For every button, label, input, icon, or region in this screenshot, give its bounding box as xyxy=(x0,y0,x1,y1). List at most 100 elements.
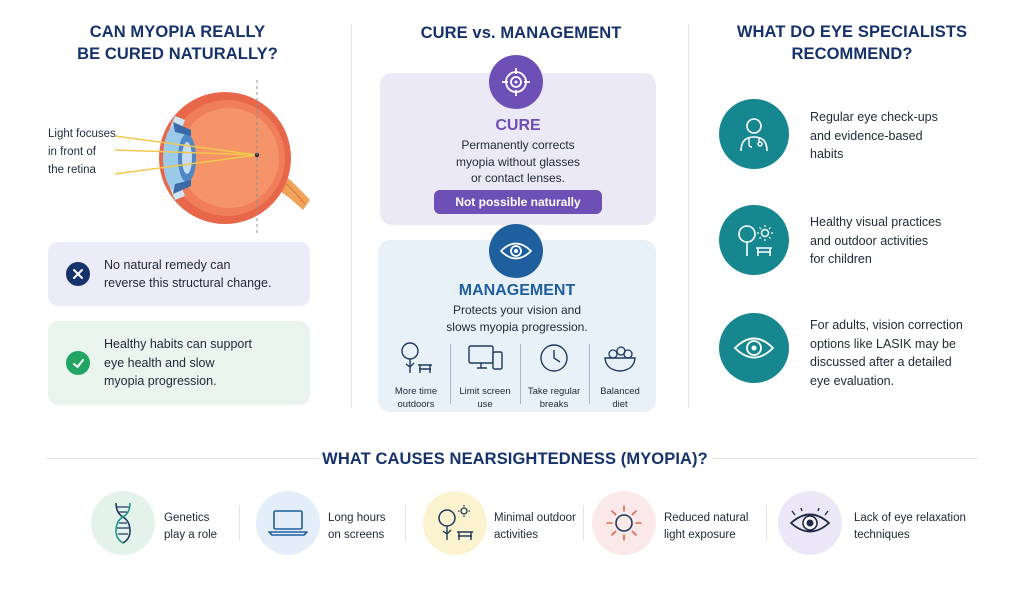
no-natural-remedy-line: No natural remedy can xyxy=(104,257,231,272)
cure-title: CURE xyxy=(495,117,541,134)
cause-divider xyxy=(405,505,406,541)
eye-label-line: Light focuses xyxy=(48,128,116,140)
cause-label: activities xyxy=(494,529,539,541)
management-title: MANAGEMENT xyxy=(458,282,576,299)
cause-outdoor: Minimal outdoor activities xyxy=(494,510,576,544)
recommendation-line: habits xyxy=(810,147,844,161)
eye-label: Light focuses in front of the retina xyxy=(48,125,116,179)
cause-label: Genetics xyxy=(164,512,210,524)
causes-heading: WHAT CAUSES NEARSIGHTEDNESS (MYOPIA)? xyxy=(322,450,708,468)
recommendation-line: options like LASIK may be xyxy=(810,336,956,351)
recommendation-line: Regular eye check-ups xyxy=(810,110,938,124)
no-natural-remedy-box: No natural remedy can reverse this struc… xyxy=(48,242,310,306)
cause-label: light exposure xyxy=(664,529,736,541)
eye-label-line: in front of xyxy=(48,146,96,158)
healthy-habits-line: eye health and slow xyxy=(104,355,215,370)
healthy-habits-box: Healthy habits can support eye health an… xyxy=(48,321,310,405)
sun-icon xyxy=(592,491,656,555)
cause-relaxation: Lack of eye relaxation techniques xyxy=(854,510,966,544)
eye-icon xyxy=(778,491,842,555)
left-heading-line1: CAN MYOPIA REALLY xyxy=(89,23,266,41)
cure-description-line: Permanently corrects xyxy=(461,138,575,152)
doctor-icon xyxy=(719,99,789,169)
cause-label: play a role xyxy=(164,529,218,541)
cause-label: Long hours xyxy=(328,512,386,524)
eye-icon xyxy=(489,224,543,278)
recommendation-line: and outdoor activities xyxy=(810,233,929,248)
laptop-icon xyxy=(256,491,320,555)
habit-label: Balanced xyxy=(600,386,640,397)
target-icon xyxy=(489,55,543,109)
cause-label: techniques xyxy=(854,529,910,541)
eye-label-line: the retina xyxy=(48,164,96,176)
cause-screens: Long hours on screens xyxy=(328,510,386,544)
column-divider-right xyxy=(688,24,689,408)
habit-divider xyxy=(450,344,451,404)
recommendation-line: discussed after a detailed xyxy=(810,355,952,369)
devices-icon xyxy=(468,345,503,370)
tree-bench-icon xyxy=(423,491,487,555)
management-description-line: Protects your vision and xyxy=(452,303,582,317)
habit-label: Take regular xyxy=(527,386,581,397)
check-icon xyxy=(66,351,90,375)
recommendation-line: For adults, vision correction xyxy=(810,318,963,332)
recommendation-line: for children xyxy=(810,252,872,266)
habit-label: use xyxy=(477,399,493,410)
healthy-habits-text: Healthy habits can support eye health an… xyxy=(104,335,252,391)
cure-description-line: myopia without glasses xyxy=(455,154,581,169)
right-heading-line2: RECOMMEND? xyxy=(791,45,913,63)
habit-label: More time xyxy=(394,386,438,397)
right-heading: WHAT DO EYE SPECIALISTS RECOMMEND? xyxy=(712,21,992,65)
recommendation-line: eye evaluation. xyxy=(810,373,895,388)
clock-icon xyxy=(540,344,568,372)
salad-bowl-icon xyxy=(604,346,636,372)
habit-breaks: Take regular breaks xyxy=(521,340,587,411)
habit-label: diet xyxy=(612,399,628,410)
cause-genetics: Genetics play a role xyxy=(164,510,217,544)
management-description-line: slows myopia progression. xyxy=(446,319,588,334)
not-possible-pill: Not possible naturally xyxy=(434,190,602,214)
tree-bench-icon xyxy=(401,342,432,373)
bottom-rule-left xyxy=(46,458,318,459)
cross-icon xyxy=(66,262,90,286)
no-natural-remedy-text: No natural remedy can reverse this struc… xyxy=(104,256,271,293)
focal-point xyxy=(254,152,260,158)
habit-divider xyxy=(520,344,521,404)
cause-light: Reduced natural light exposure xyxy=(664,510,748,544)
cause-label: Minimal outdoor xyxy=(494,512,576,524)
dna-icon xyxy=(91,491,155,555)
habit-divider xyxy=(589,344,590,404)
right-heading-line1: WHAT DO EYE SPECIALISTS xyxy=(736,23,968,41)
healthy-habits-line: myopia progression. xyxy=(104,374,217,389)
cause-divider xyxy=(239,505,240,541)
cure-description-line: or contact lenses. xyxy=(470,171,566,185)
bottom-rule-right xyxy=(712,458,978,459)
habit-screens: Limit screen use xyxy=(452,340,518,411)
cause-label: Reduced natural xyxy=(664,512,749,524)
cure-description: Permanently corrects myopia without glas… xyxy=(380,137,656,187)
cause-divider xyxy=(583,505,584,541)
middle-heading: CURE vs. MANAGEMENT xyxy=(420,24,622,42)
recommendation-checkups: Regular eye check-ups and evidence-based… xyxy=(810,108,938,164)
cause-divider xyxy=(766,505,767,541)
recommendation-line: and evidence-based xyxy=(810,128,923,143)
habit-outdoors: More time outdoors xyxy=(383,340,449,411)
recommendation-visual-practices: Healthy visual practices and outdoor act… xyxy=(810,213,941,269)
habit-label: Limit screen xyxy=(459,386,511,397)
cause-label: on screens xyxy=(328,529,385,541)
habit-label: outdoors xyxy=(397,399,435,410)
cause-label: Lack of eye relaxation xyxy=(854,512,966,524)
left-heading-line2: BE CURED NATURALLY? xyxy=(77,45,278,63)
recommendation-lasik: For adults, vision correction options li… xyxy=(810,316,963,390)
habit-label: breaks xyxy=(539,399,569,410)
recommendation-line: Healthy visual practices xyxy=(810,215,942,229)
healthy-habits-line: Healthy habits can support xyxy=(104,337,253,352)
column-divider-left xyxy=(351,24,352,408)
eye-icon xyxy=(719,313,789,383)
park-icon xyxy=(719,205,789,275)
eye-anatomy-illustration xyxy=(115,80,310,236)
habit-diet: Balanced diet xyxy=(587,340,653,411)
management-description: Protects your vision and slows myopia pr… xyxy=(378,302,656,335)
left-heading: CAN MYOPIA REALLY BE CURED NATURALLY? xyxy=(40,21,315,65)
no-natural-remedy-line: reverse this structural change. xyxy=(104,276,272,290)
